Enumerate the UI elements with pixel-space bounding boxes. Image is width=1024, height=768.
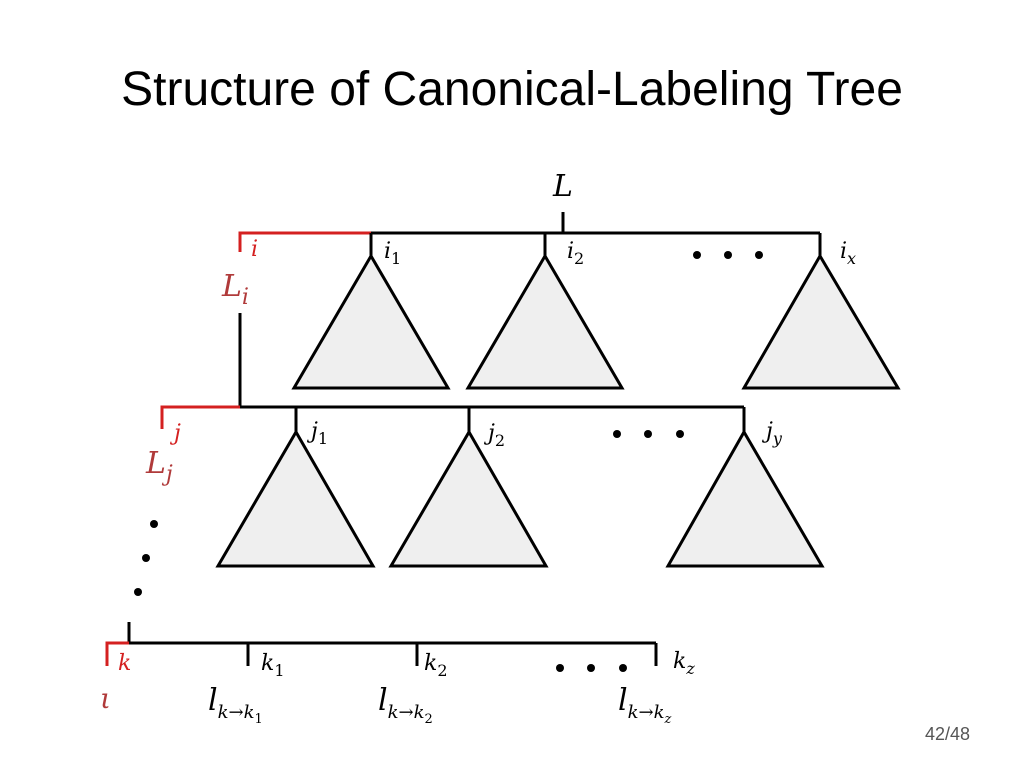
level-2-child-1-subtree — [215, 429, 376, 568]
descent-ellipsis — [134, 520, 158, 596]
leaf-label-1: lk→k1 — [208, 683, 263, 727]
level-1-child-1-label: i1 — [384, 239, 401, 268]
level-1-ellipsis — [693, 251, 763, 259]
slide-title: Structure of Canonical-Labeling Tree — [121, 63, 903, 116]
level-k-leaf-label: ι — [100, 682, 111, 715]
level-1-highlight-child: i — [251, 237, 258, 262]
level-1-child-1-subtree — [291, 253, 451, 390]
root-label: L — [552, 169, 573, 204]
level-k-highlight-child: k — [118, 651, 131, 676]
level-2: j Lj j1 j2 jy — [127, 405, 825, 643]
leaf-label-z: lk→kz — [618, 683, 672, 727]
page-number: 42/48 — [924, 724, 970, 744]
leaf-label-2: lk→k2 — [378, 683, 433, 727]
level-2-highlight-branch — [160, 405, 240, 429]
level-1-highlight-branch — [238, 231, 371, 252]
level-1: L i Li i1 i2 ix — [221, 169, 901, 407]
level-1-child-x-label: ix — [840, 239, 856, 268]
level-k-highlight-branch — [105, 641, 129, 666]
level-k-child-1-label: k1 — [261, 651, 285, 680]
level-2-child-2-subtree — [388, 429, 549, 568]
level-2-highlight-child: j — [169, 421, 181, 446]
level-2-ellipsis — [613, 430, 684, 438]
level-1-child-x-subtree — [741, 253, 901, 390]
level-k-child-z-label: kz — [673, 649, 695, 678]
level-2-child-2-label: j2 — [483, 421, 505, 450]
level-2-child-y-label: jy — [761, 419, 783, 448]
level-2-child-y-subtree — [665, 428, 825, 568]
level-k: k ι k1 k2 kz lk→k1 lk→k2 lk→kz — [100, 641, 695, 727]
level-1-subtree-label: Li — [221, 269, 249, 310]
level-2-subtree-label: Lj — [145, 446, 173, 487]
level-2-child-1-label: j1 — [306, 419, 328, 448]
level-1-child-2-label: i2 — [567, 239, 584, 268]
level-k-ellipsis — [556, 664, 627, 672]
level-1-child-2-subtree — [465, 253, 625, 390]
level-k-child-2-label: k2 — [424, 651, 448, 680]
